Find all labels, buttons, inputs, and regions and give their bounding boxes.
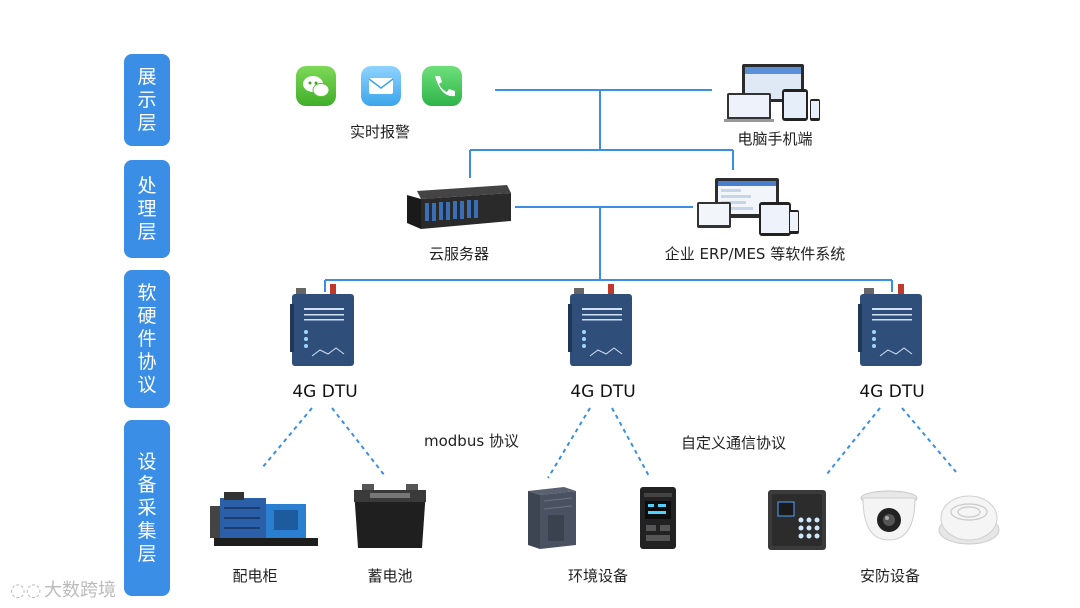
environment-label: 环境设备 [567, 567, 628, 585]
battery-label: 蓄电池 [367, 567, 413, 585]
dtu-label-2: 4G DTU [570, 382, 636, 402]
pc-mobile-label: 电脑手机端 [737, 130, 813, 148]
wechat-icon [296, 66, 336, 106]
modbus-protocol-label: modbus 协议 [424, 432, 519, 450]
watermark-logo-icon: ◌◌ [10, 580, 42, 601]
dtu-icon [568, 284, 636, 366]
dtu-label-1: 4G DTU [292, 382, 358, 402]
layer-processing: 处理层 [124, 160, 170, 258]
mail-icon [361, 66, 401, 106]
environment-monitor-icon [640, 487, 676, 549]
dtu-label-3: 4G DTU [859, 382, 925, 402]
dome-camera-icon [858, 488, 920, 548]
layer-protocol: 软硬件协议 [124, 270, 170, 408]
smoke-detector-icon [938, 490, 1000, 548]
battery-icon [350, 484, 430, 550]
custom-protocol-label: 自定义通信协议 [681, 434, 787, 452]
air-conditioner-icon [528, 487, 576, 549]
erp-mes-label: 企业 ERP/MES 等软件系统 [664, 245, 846, 263]
server-icon [407, 185, 511, 231]
phone-icon [422, 66, 462, 106]
security-label: 安防设备 [859, 567, 920, 585]
alarm-label: 实时报警 [349, 123, 410, 141]
generator-icon [210, 488, 320, 550]
dtu-icon [858, 284, 926, 366]
devices-icon [724, 63, 820, 123]
dtu-icon [290, 284, 358, 366]
watermark: ◌◌大数跨境 [10, 580, 116, 601]
layer-collection: 设备采集层 [124, 420, 170, 596]
keypad-icon [768, 490, 826, 550]
cloud-server-label: 云服务器 [428, 245, 489, 263]
software-screens-icon [697, 178, 799, 238]
layer-display: 展示层 [124, 54, 170, 146]
cabinet-label: 配电柜 [232, 567, 278, 585]
